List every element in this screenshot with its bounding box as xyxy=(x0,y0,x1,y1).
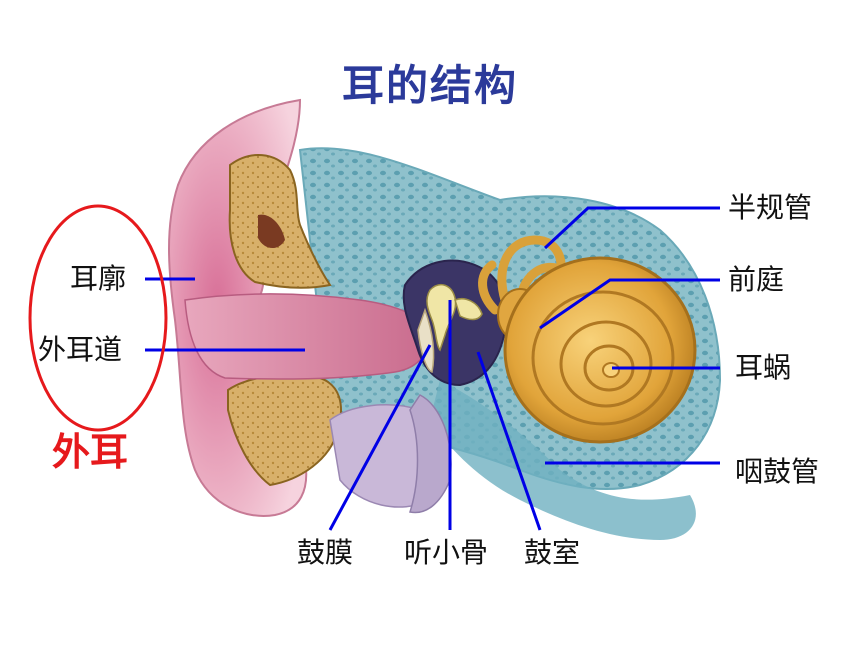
leader-lines xyxy=(145,206,720,531)
label-outer-ear: 外耳 xyxy=(52,430,129,474)
ossicles-shape xyxy=(426,283,483,352)
upper-bone xyxy=(228,153,332,289)
label-cochlea: 耳蜗 xyxy=(735,351,792,384)
label-vestibule: 前庭 xyxy=(728,263,785,296)
page-title: 耳的结构 xyxy=(341,61,518,110)
ear-canal-shape xyxy=(184,293,431,380)
upper-bone-dark xyxy=(258,214,285,249)
label-eustachian-tube: 咽鼓管 xyxy=(735,455,820,488)
leader-eardrum xyxy=(328,344,432,531)
soft-tissue-2 xyxy=(409,394,452,514)
outer-ear-highlight xyxy=(28,204,168,432)
leader-semicircular-canals xyxy=(543,206,720,250)
cochlea-shape xyxy=(503,256,697,444)
eardrum-shape xyxy=(417,307,435,373)
label-eardrum: 鼓膜 xyxy=(297,536,354,569)
label-semicircular-canals: 半规管 xyxy=(728,191,813,224)
label-ossicles: 听小骨 xyxy=(404,536,489,569)
label-pinna: 耳廓 xyxy=(70,262,127,295)
tube-region xyxy=(430,380,696,540)
label-tympanic-cavity: 鼓室 xyxy=(524,536,581,569)
leader-vestibule xyxy=(539,278,720,330)
label-ear-canal: 外耳道 xyxy=(38,333,123,366)
leader-tympanic-cavity xyxy=(476,351,542,531)
